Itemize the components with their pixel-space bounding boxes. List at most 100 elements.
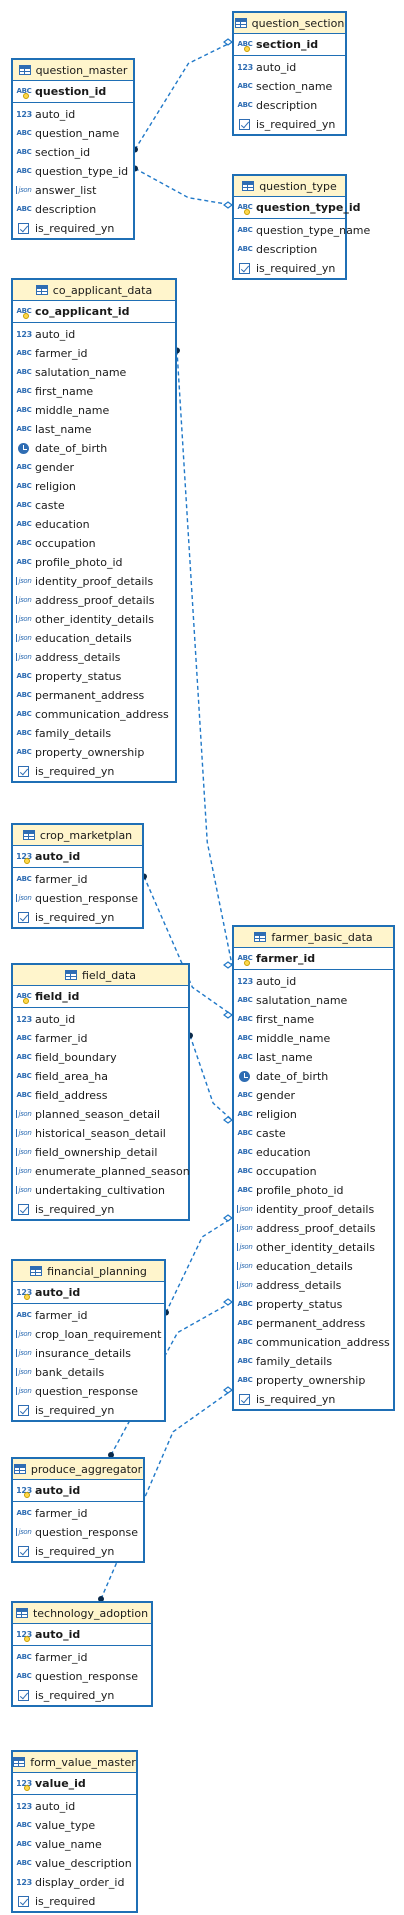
column-row[interactable]: identity_proof_details — [13, 572, 175, 591]
column-row[interactable]: caste — [234, 1124, 393, 1143]
column-row[interactable]: is_required_yn — [13, 1542, 143, 1561]
column-row[interactable]: date_of_birth — [13, 439, 175, 458]
column-row[interactable]: family_details — [13, 724, 175, 743]
column-row[interactable]: religion — [234, 1105, 393, 1124]
column-row[interactable]: address_details — [234, 1276, 393, 1295]
column-row[interactable]: is_required_yn — [13, 908, 142, 927]
primary-key-row[interactable]: auto_id — [13, 1480, 143, 1502]
primary-key-row[interactable]: co_applicant_id — [13, 301, 175, 323]
column-row[interactable]: value_description — [13, 1854, 136, 1873]
column-row[interactable]: is_required_yn — [234, 1390, 393, 1409]
column-row[interactable]: planned_season_detail — [13, 1105, 188, 1124]
column-row[interactable]: field_boundary — [13, 1048, 188, 1067]
primary-key-row[interactable]: auto_id — [13, 1624, 151, 1646]
entity-form-value-master[interactable]: form_value_mastervalue_id auto_idvalue_ty… — [11, 1750, 138, 1913]
entity-question-section[interactable]: question_sectionsection_idauto_idsection… — [232, 11, 347, 136]
column-row[interactable]: permanent_address — [234, 1314, 393, 1333]
entity-header[interactable]: question_master — [13, 60, 133, 81]
column-row[interactable]: education_details — [234, 1257, 393, 1276]
primary-key-row[interactable]: auto_id — [13, 846, 142, 868]
column-row[interactable]: is_required_yn — [13, 762, 175, 781]
column-row[interactable]: is_required_yn — [234, 259, 345, 278]
entity-header[interactable]: farmer_basic_data — [234, 927, 393, 948]
column-row[interactable]: insurance_details — [13, 1344, 164, 1363]
column-row[interactable]: occupation — [234, 1162, 393, 1181]
column-row[interactable]: permanent_address — [13, 686, 175, 705]
entity-co-applicant-data[interactable]: co_applicant_dataco_applicant_idauto_idf… — [11, 278, 177, 783]
column-row[interactable]: last_name — [13, 420, 175, 439]
column-row[interactable]: education_details — [13, 629, 175, 648]
column-row[interactable]: education — [234, 1143, 393, 1162]
column-row[interactable]: is_required_yn — [234, 115, 345, 134]
column-row[interactable]: address_proof_details — [13, 591, 175, 610]
column-row[interactable]: is_required_yn — [13, 1401, 164, 1420]
entity-header[interactable]: form_value_master — [13, 1752, 136, 1773]
column-row[interactable]: last_name — [234, 1048, 393, 1067]
column-row[interactable]: crop_loan_requirement — [13, 1325, 164, 1344]
column-row[interactable]: auto_id — [13, 1797, 136, 1816]
column-row[interactable]: question_name — [13, 124, 133, 143]
column-row[interactable]: question_response — [13, 1382, 164, 1401]
column-row[interactable]: occupation — [13, 534, 175, 553]
column-row[interactable]: profile_photo_id — [13, 553, 175, 572]
column-row[interactable]: description — [234, 240, 345, 259]
column-row[interactable]: salutation_name — [234, 991, 393, 1010]
column-row[interactable]: farmer_id — [13, 344, 175, 363]
primary-key-row[interactable]: field_id — [13, 986, 188, 1008]
column-row[interactable]: answer_list — [13, 181, 133, 200]
column-row[interactable]: auto_id — [13, 325, 175, 344]
entity-header[interactable]: technology_adoption — [13, 1603, 151, 1624]
column-row[interactable]: value_type — [13, 1816, 136, 1835]
entity-technology-adoption[interactable]: technology_adoptionauto_id farmer_idquest… — [11, 1601, 153, 1707]
primary-key-row[interactable]: section_id — [234, 34, 345, 56]
column-row[interactable]: question_type_name — [234, 221, 370, 240]
column-row[interactable]: historical_season_detail — [13, 1124, 188, 1143]
column-row[interactable]: religion — [13, 477, 175, 496]
column-row[interactable]: question_response — [13, 1523, 143, 1542]
column-row[interactable]: first_name — [234, 1010, 393, 1029]
column-row[interactable]: question_response — [13, 1667, 151, 1686]
entity-header[interactable]: crop_marketplan — [13, 825, 142, 846]
column-row[interactable]: family_details — [234, 1352, 393, 1371]
column-row[interactable]: farmer_id — [13, 1648, 151, 1667]
entity-header[interactable]: co_applicant_data — [13, 280, 175, 301]
column-row[interactable]: caste — [13, 496, 175, 515]
column-row[interactable]: address_proof_details — [234, 1219, 393, 1238]
column-row[interactable]: middle_name — [234, 1029, 393, 1048]
column-row[interactable]: property_ownership — [13, 743, 175, 762]
column-row[interactable]: bank_details — [13, 1363, 164, 1382]
column-row[interactable]: farmer_id — [13, 1306, 164, 1325]
column-row[interactable]: question_response — [13, 889, 142, 908]
entity-question-type[interactable]: question_typequestion_type_idquestion_ty… — [232, 174, 370, 280]
column-row[interactable]: is_required_yn — [13, 1200, 188, 1219]
column-row[interactable]: field_address — [13, 1086, 188, 1105]
column-row[interactable]: first_name — [13, 382, 175, 401]
entity-header[interactable]: field_data — [13, 965, 188, 986]
primary-key-row[interactable]: question_id — [13, 81, 133, 103]
column-row[interactable]: is_required — [13, 1892, 136, 1911]
column-row[interactable]: is_required_yn — [13, 219, 133, 238]
column-row[interactable]: address_details — [13, 648, 175, 667]
column-row[interactable]: section_name — [234, 77, 345, 96]
column-row[interactable]: auto_id — [13, 105, 133, 124]
column-row[interactable]: date_of_birth — [234, 1067, 393, 1086]
column-row[interactable]: communication_address — [13, 705, 175, 724]
column-row[interactable]: other_identity_details — [234, 1238, 393, 1257]
column-row[interactable]: description — [13, 200, 133, 219]
entity-header[interactable]: question_section — [234, 13, 345, 34]
column-row[interactable]: salutation_name — [13, 363, 175, 382]
column-row[interactable]: middle_name — [13, 401, 175, 420]
column-row[interactable]: auto_id — [13, 1010, 188, 1029]
column-row[interactable]: farmer_id — [13, 1504, 143, 1523]
column-row[interactable]: other_identity_details — [13, 610, 175, 629]
column-row[interactable]: communication_address — [234, 1333, 393, 1352]
column-row[interactable]: field_ownership_detail — [13, 1143, 188, 1162]
primary-key-row[interactable]: farmer_id — [234, 948, 393, 970]
primary-key-row[interactable]: auto_id — [13, 1282, 164, 1304]
column-row[interactable]: section_id — [13, 143, 133, 162]
entity-farmer-basic-data[interactable]: farmer_basic_datafarmer_idauto_idsalutat… — [232, 925, 395, 1411]
column-row[interactable]: gender — [234, 1086, 393, 1105]
column-row[interactable]: gender — [13, 458, 175, 477]
primary-key-row[interactable]: value_id — [13, 1773, 136, 1795]
column-row[interactable]: identity_proof_details — [234, 1200, 393, 1219]
